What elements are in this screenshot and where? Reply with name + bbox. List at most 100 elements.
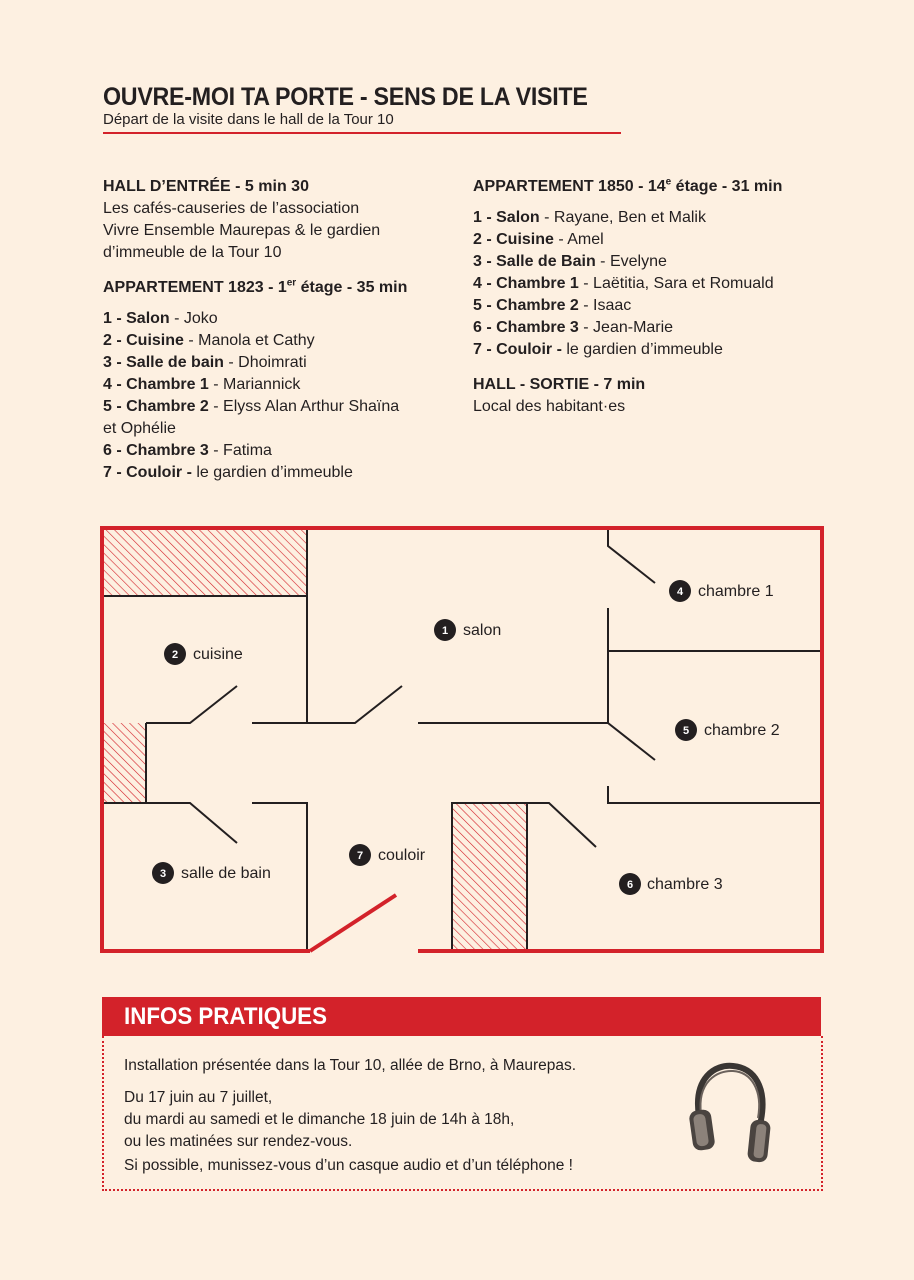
badge-number: 3 xyxy=(160,868,166,880)
badge-number: 6 xyxy=(627,879,633,891)
infos-date-line: Du 17 juin au 7 juillet, xyxy=(124,1089,273,1106)
left-column: HALL D’ENTRÉE - 5 min 30 Les cafés-cause… xyxy=(103,176,407,484)
item-room: Chambre 2 xyxy=(126,398,209,415)
item-people: - Isaac xyxy=(578,297,632,314)
interior-walls xyxy=(104,530,820,951)
list-item: 5 - Chambre 2 - Elyss Alan Arthur Shaïna xyxy=(103,396,407,418)
room-name: couloir xyxy=(378,847,426,864)
list-item: 4 - Chambre 1 - Laëtitia, Sara et Romual… xyxy=(473,273,782,295)
room-name: chambre 2 xyxy=(704,722,780,739)
item-number: 7 - xyxy=(103,464,127,481)
item-people: - Amel xyxy=(553,231,604,248)
hatched-areas xyxy=(104,530,527,951)
hall-sortie-heading: HALL - SORTIE - 7 min xyxy=(473,376,646,393)
room-label-cuisine: 2 cuisine xyxy=(164,643,243,665)
item-number: 6 - xyxy=(473,319,497,336)
list-item: 5 - Chambre 2 - Isaac xyxy=(473,295,782,317)
list-item: 7 - Couloir - le gardien d’immeuble xyxy=(473,339,782,361)
item-number: 1 - xyxy=(473,209,497,226)
item-people: - Fatima xyxy=(208,442,272,459)
room-name: chambre 3 xyxy=(647,876,723,893)
item-people: - Elyss Alan Arthur Shaïna xyxy=(208,398,400,415)
headphones-icon xyxy=(689,1062,771,1163)
room-name: 1 - Salon xyxy=(103,310,170,327)
item-people: - Rayane, Ben et Malik xyxy=(539,209,706,226)
badge-number: 1 xyxy=(442,625,448,637)
room-name: 4 - Chambre 1 xyxy=(473,275,579,292)
item-room: Cuisine xyxy=(126,332,184,349)
room-name: salon xyxy=(463,622,501,639)
item-people-continued: et Ophélie xyxy=(103,420,176,437)
page-subtitle: Départ de la visite dans le hall de la T… xyxy=(103,111,394,128)
number-badge xyxy=(164,643,186,665)
item-people: - Evelyne xyxy=(595,253,667,270)
list-item: 1 - Salon - Rayane, Ben et Malik xyxy=(473,207,782,229)
title-underline xyxy=(103,132,621,134)
badge-number: 2 xyxy=(172,649,178,661)
item-number: 4 - xyxy=(103,376,127,393)
item-room: Salon xyxy=(496,209,540,226)
item-number: 4 - xyxy=(473,275,497,292)
item-number: 1 - xyxy=(103,310,127,327)
entrance-door[interactable] xyxy=(308,893,398,953)
item-people: le gardien d’immeuble xyxy=(191,464,353,481)
room-name: 2 - Cuisine xyxy=(103,332,184,349)
item-number: 2 - xyxy=(473,231,497,248)
hall-entree-line: Les cafés-causeries de l’association xyxy=(103,200,360,217)
badge-number: 4 xyxy=(677,586,684,598)
room-name: 6 - Chambre 3 xyxy=(473,319,579,336)
hatched-shaft xyxy=(452,803,527,951)
item-number: 3 - xyxy=(103,354,127,371)
room-label-salle-de-bain: 3 salle de bain xyxy=(152,862,271,884)
item-number: 5 - xyxy=(103,398,127,415)
list-item: 6 - Chambre 3 - Jean-Marie xyxy=(473,317,782,339)
number-badge xyxy=(675,719,697,741)
number-badge xyxy=(349,844,371,866)
item-number: 7 - xyxy=(473,341,497,358)
list-item: 6 - Chambre 3 - Fatima xyxy=(103,440,407,462)
item-people: - Manola et Cathy xyxy=(183,332,315,349)
hall-entree-heading: HALL D’ENTRÉE - 5 min 30 xyxy=(103,178,309,195)
room-name: 7 - Couloir - xyxy=(103,464,192,481)
room-name: salle de bain xyxy=(181,865,271,882)
hall-entree-line: d’immeuble de la Tour 10 xyxy=(103,244,282,261)
item-room: Chambre 3 xyxy=(496,319,579,336)
list-item: 7 - Couloir - le gardien d’immeuble xyxy=(103,462,407,484)
room-name: 1 - Salon xyxy=(473,209,540,226)
item-room: Chambre 1 xyxy=(496,275,579,292)
exterior-walls xyxy=(100,526,824,953)
room-name: 4 - Chambre 1 xyxy=(103,376,209,393)
room-label-salon: 1 salon xyxy=(434,619,501,641)
room-name: 5 - Chambre 2 xyxy=(103,398,209,415)
item-room: Cuisine xyxy=(496,231,554,248)
item-room: Chambre 3 xyxy=(126,442,209,459)
page-title: OUVRE-MOI TA PORTE - SENS DE LA VISITE xyxy=(103,83,588,111)
apt1850-list: 1 - Salon - Rayane, Ben et Malik 2 - Cuis… xyxy=(473,207,782,361)
item-people: le gardien d’immeuble xyxy=(561,341,723,358)
hatched-shaft xyxy=(104,723,146,803)
infos-box xyxy=(102,1036,823,1191)
heading-text: étage - 31 min xyxy=(671,178,783,195)
item-people: - Joko xyxy=(169,310,218,327)
item-people: - Dhoimrati xyxy=(223,354,307,371)
room-name: 5 - Chambre 2 xyxy=(473,297,579,314)
item-room: Salle de Bain xyxy=(496,253,596,270)
infos-location: Installation présentée dans la Tour 10, … xyxy=(124,1057,577,1074)
list-item: 1 - Salon - Joko xyxy=(103,308,407,330)
room-name: 6 - Chambre 3 xyxy=(103,442,209,459)
item-room: Salle de bain xyxy=(126,354,224,371)
number-badge xyxy=(152,862,174,884)
room-name: 7 - Couloir - xyxy=(473,341,562,358)
infos-advice: Si possible, munissez-vous d’un casque a… xyxy=(124,1157,573,1174)
room-name: cuisine xyxy=(193,646,243,663)
hatched-shaft xyxy=(104,530,307,596)
infos-title: INFOS PRATIQUES xyxy=(124,1003,327,1030)
room-label-chambre-3: 6 chambre 3 xyxy=(619,873,723,895)
list-item: 2 - Cuisine - Manola et Cathy xyxy=(103,330,407,352)
list-item: 4 - Chambre 1 - Mariannick xyxy=(103,374,407,396)
infos-dates: Du 17 juin au 7 juillet, du mardi au sam… xyxy=(124,1087,514,1153)
